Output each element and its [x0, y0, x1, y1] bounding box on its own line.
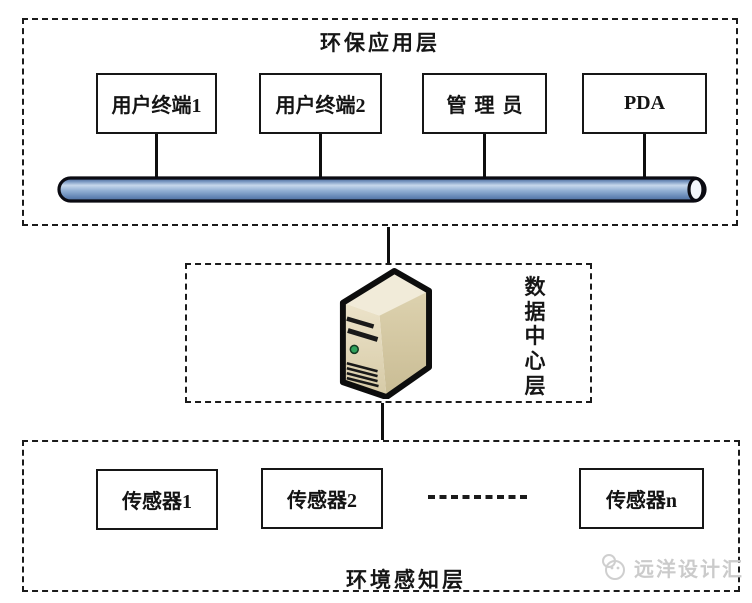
node-user-terminal-2: 用户终端2 — [259, 73, 382, 134]
node-administrator: 管理员 — [422, 73, 547, 134]
watermark-text: 远洋设计汇 — [634, 558, 744, 581]
node-sensor-n: 传感器n — [579, 468, 704, 529]
perception-layer-title: 环境感知层 — [346, 568, 466, 592]
connector-application-datacenter — [387, 227, 390, 263]
connector-datacenter-perception — [381, 403, 384, 440]
node-label: 传感器2 — [287, 490, 357, 512]
node-label: 管理员 — [446, 95, 531, 117]
application-layer-title: 环保应用层 — [320, 31, 440, 55]
connector-terminal1-bus — [155, 134, 158, 177]
data-center-layer-box: 数据中心层 — [185, 263, 592, 403]
bus-pipe-icon — [57, 176, 707, 203]
node-label: 用户终端1 — [111, 95, 202, 117]
node-label: 用户终端2 — [275, 95, 366, 117]
node-label: 传感器n — [605, 490, 678, 512]
application-layer-box: 环保应用层 用户终端1 用户终端2 管理员 PDA — [22, 18, 738, 226]
data-center-layer-title: 数据中心层 — [524, 275, 546, 398]
node-user-terminal-1: 用户终端1 — [96, 73, 217, 134]
node-sensor-2: 传感器2 — [261, 468, 383, 529]
node-pda: PDA — [582, 73, 707, 134]
connector-admin-bus — [483, 134, 486, 177]
server-tower-icon — [333, 266, 432, 400]
node-label: 传感器1 — [122, 491, 192, 513]
node-sensor-1: 传感器1 — [96, 469, 218, 530]
watermark-logo-icon — [602, 554, 625, 580]
watermark: 远洋设计汇 — [600, 552, 744, 582]
perception-layer-box: 传感器1 传感器2 传感器n 环境感知层 — [22, 440, 740, 592]
connector-pda-bus — [643, 134, 646, 177]
connector-terminal2-bus — [319, 134, 322, 177]
node-label: PDA — [623, 92, 666, 114]
sensor-ellipsis-dashes — [428, 495, 529, 499]
